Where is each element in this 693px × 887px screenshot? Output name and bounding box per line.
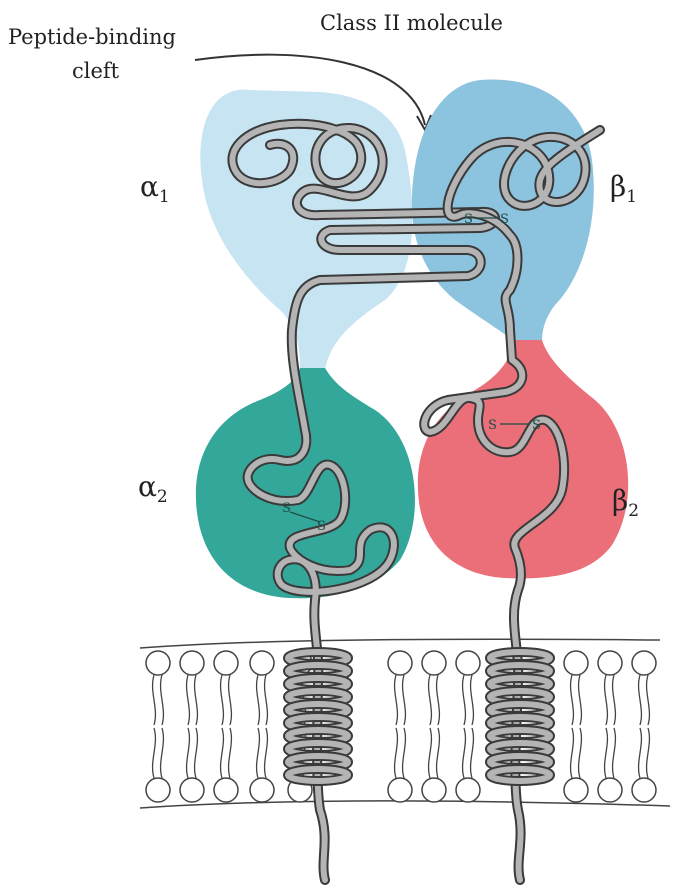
cleft-label-line2: cleft [72,59,120,83]
lipid-tail [647,675,650,725]
lipid-tail [639,728,642,778]
lipid-tail [437,675,440,725]
s-label: S [282,501,291,516]
beta1-label: β1 [610,170,637,207]
lipid-head [214,651,238,675]
lipid-tail [257,728,260,778]
lipid-head [422,651,446,675]
lipid-head [564,651,588,675]
lipid-tail [187,728,190,778]
lipid-tail [571,675,574,725]
lipid-tail [463,675,466,725]
lipid-head [250,778,274,802]
lipid-head [146,778,170,802]
lipid-tail [471,675,474,725]
lipid-head [422,778,446,802]
lipid-head [250,651,274,675]
lipid-tail [195,728,198,778]
lipid-tail [229,728,232,778]
s-label: S [317,519,326,534]
lipid-tail [221,728,224,778]
lipid-head [456,778,480,802]
lipid-head [632,778,656,802]
lipid-tail [471,728,474,778]
lipid-tail [395,675,398,725]
lipid-head [146,651,170,675]
lipid-tail [579,728,582,778]
lipid-tail [579,675,582,725]
alpha1-label: α1 [140,170,170,207]
lipid-tail [613,728,616,778]
alpha2-label: α2 [138,470,168,507]
lipid-tail [153,675,156,725]
s-label: S [532,418,541,433]
lipid-head [564,778,588,802]
lipid-tail [257,675,260,725]
beta2-label: β2 [612,484,639,521]
lipid-head [180,651,204,675]
lipid-tail [605,675,608,725]
lipid-tail [229,675,232,725]
lipid-tail [395,728,398,778]
lipid-tail [153,728,156,778]
cleft-label-line1: Peptide-binding [8,25,176,49]
lipid-tail [265,728,268,778]
lipid-head [456,651,480,675]
title-label: Class II molecule [320,11,503,35]
lipid-tail [161,675,164,725]
lipid-head [214,778,238,802]
s-label: S [488,418,497,433]
lipid-tail [647,728,650,778]
lipid-tail [571,728,574,778]
lipid-tail [265,675,268,725]
lipid-tail [429,728,432,778]
lipid-head [632,651,656,675]
lipid-tail [429,675,432,725]
lipid-tail [613,675,616,725]
lipid-head [388,778,412,802]
lipid-tail [437,728,440,778]
lipid-head [598,778,622,802]
lipid-head [388,651,412,675]
s-label: S [500,212,509,227]
lipid-bilayer [140,639,670,808]
lipid-tail [161,728,164,778]
lipid-tail [403,728,406,778]
lipid-tail [639,675,642,725]
lipid-head [180,778,204,802]
lipid-tail [221,675,224,725]
lipid-tail [403,675,406,725]
lipid-tail [605,728,608,778]
lipid-tail [187,675,190,725]
lipid-tail [463,728,466,778]
lipid-tail [195,675,198,725]
lipid-head [598,651,622,675]
s-label: S [464,212,473,227]
